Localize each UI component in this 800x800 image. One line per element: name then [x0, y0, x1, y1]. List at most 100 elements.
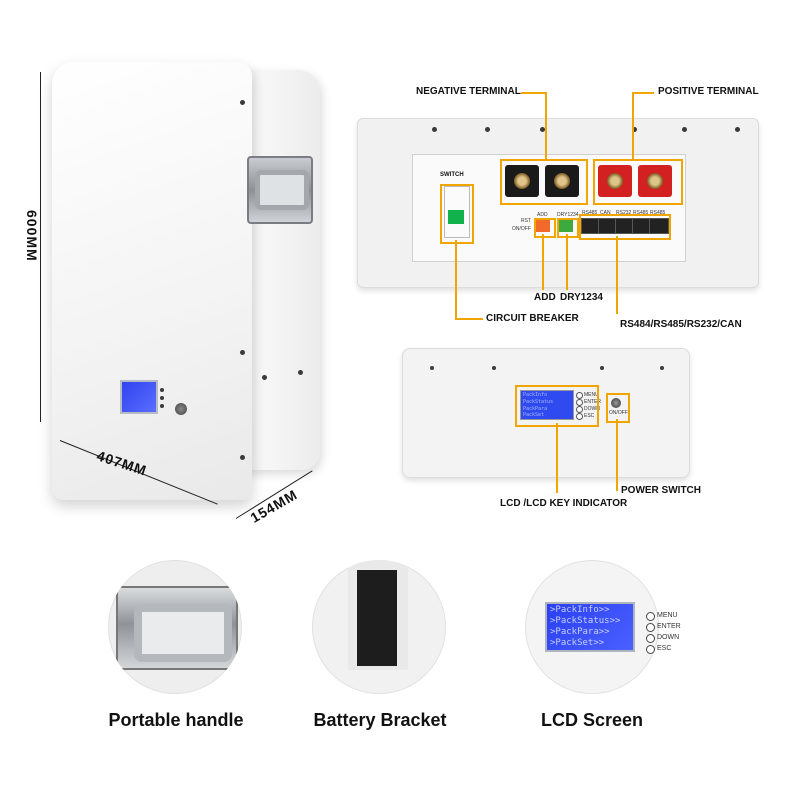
ports-callout-box	[579, 214, 671, 240]
lcd-big-screen: >PackInfo>> >PackStatus>> >PackPara>> >P…	[545, 602, 635, 652]
indicator-dot	[160, 396, 164, 400]
rst-mini-label: RST	[521, 218, 531, 224]
port-label-4: RS485	[633, 210, 649, 216]
port-label-2: CAN	[600, 210, 611, 216]
height-dimension-label: 600MM	[24, 210, 40, 262]
add-mini-label: ADD	[537, 212, 548, 218]
lcd-key-indicator-label: LCD /LCD KEY INDICATOR	[500, 498, 628, 509]
negative-terminal-label: NEGATIVE TERMINAL	[416, 86, 521, 97]
indicator-dot	[160, 388, 164, 392]
dry-callout-box	[557, 218, 579, 238]
bracket-plate	[357, 570, 397, 666]
switch-label: SWITCH	[440, 172, 464, 178]
add-callout-box	[534, 218, 556, 238]
negative-callout-box	[500, 159, 588, 205]
callout-line	[616, 236, 618, 314]
screw-icon	[432, 127, 437, 132]
battery-bracket-caption: Battery Bracket	[313, 710, 447, 730]
key-label: ENTER	[584, 399, 601, 405]
screw-icon	[682, 127, 687, 132]
port-label-1: RS485	[582, 210, 598, 216]
negative-terminal-1	[505, 165, 539, 197]
key-label: MENU	[657, 612, 678, 619]
esc-key-icon	[646, 645, 655, 654]
port-label-5: RS485	[650, 210, 666, 216]
callout-line	[455, 318, 483, 320]
screw-icon	[298, 370, 303, 375]
menu-key-icon	[646, 612, 655, 621]
lcd-big-line: >PackStatus>>	[550, 616, 621, 626]
battery-bracket-image	[312, 560, 446, 694]
lcd-callout-box	[515, 385, 599, 427]
lcd-small-screen: PackInfo PackStatus PackPara PackSet	[520, 390, 574, 420]
comm-ports-label: RS484/RS485/RS232/CAN	[620, 319, 742, 330]
callout-line	[616, 419, 618, 491]
enter-key-icon	[576, 399, 583, 406]
screw-icon	[262, 375, 267, 380]
add-dip-switch	[536, 220, 550, 232]
callout-line	[566, 234, 568, 290]
key-label: ESC	[584, 413, 595, 419]
screw-icon	[240, 100, 245, 105]
rj45-port	[649, 218, 669, 234]
height-dimension-line	[40, 72, 41, 422]
lcd-big-line: >PackInfo>>	[550, 605, 610, 615]
breaker-toggle-icon	[448, 210, 464, 224]
callout-line	[556, 423, 558, 493]
portable-handle-caption: Portable handle	[108, 710, 244, 730]
handle-bar	[255, 170, 309, 210]
callout-line	[632, 92, 654, 94]
down-key-icon	[646, 634, 655, 643]
indicator-dot	[160, 404, 164, 408]
callout-line	[542, 234, 544, 290]
menu-key-icon	[576, 392, 583, 399]
esc-key-icon	[576, 413, 583, 420]
callout-line	[632, 92, 634, 159]
key-label: ENTER	[657, 623, 681, 630]
callout-line	[521, 92, 547, 94]
screw-icon	[600, 366, 604, 370]
key-label: DOWN	[657, 634, 680, 641]
lcd-small-line: PackSet	[523, 412, 545, 418]
lcd-big-line: >PackSet>>	[550, 638, 605, 648]
key-label: MENU	[584, 392, 599, 398]
lcd-screen-caption: LCD Screen	[540, 710, 644, 730]
power-switch-label: POWER SWITCH	[621, 485, 701, 496]
dry-contact-block	[559, 220, 573, 232]
positive-terminal-2	[638, 165, 672, 197]
lcd-small-line: PackStatus	[523, 399, 554, 405]
breaker-callout-box	[440, 184, 474, 244]
screw-icon	[660, 366, 664, 370]
screw-icon	[430, 366, 434, 370]
positive-terminal-label: POSITIVE TERMINAL	[658, 86, 759, 97]
screw-icon	[540, 127, 545, 132]
key-label: ESC	[657, 645, 672, 652]
power-callout-box	[606, 393, 630, 423]
power-knob-icon	[175, 403, 187, 415]
screw-icon	[240, 350, 245, 355]
onoff-mini-label: ON/OFF	[609, 410, 628, 416]
circuit-breaker-label: CIRCUIT BREAKER	[486, 313, 579, 324]
lcd-small-line: PackPara	[523, 406, 548, 412]
battery-lcd-display	[120, 380, 158, 414]
negative-terminal-2	[545, 165, 579, 197]
handle-grip	[134, 604, 232, 662]
battery-front-panel	[52, 62, 252, 500]
screw-icon	[240, 455, 245, 460]
positive-callout-box	[593, 159, 683, 205]
depth-dimension-label: 154MM	[247, 486, 301, 526]
port-label-3: RS232	[616, 210, 632, 216]
power-switch-icon	[611, 398, 621, 408]
portable-handle-image	[108, 560, 242, 694]
lcd-big-line: >PackPara>>	[550, 627, 610, 637]
dry-mini-label: DRY1234	[557, 212, 579, 218]
positive-terminal-1	[598, 165, 632, 197]
dry-label: DRY1234	[560, 292, 603, 303]
key-label: DOWN	[584, 406, 600, 412]
callout-line	[545, 92, 547, 159]
onoff-mini-label: ON/OFF	[512, 226, 531, 232]
screw-icon	[632, 127, 637, 132]
screw-icon	[735, 127, 740, 132]
callout-line	[455, 240, 457, 320]
screw-icon	[485, 127, 490, 132]
